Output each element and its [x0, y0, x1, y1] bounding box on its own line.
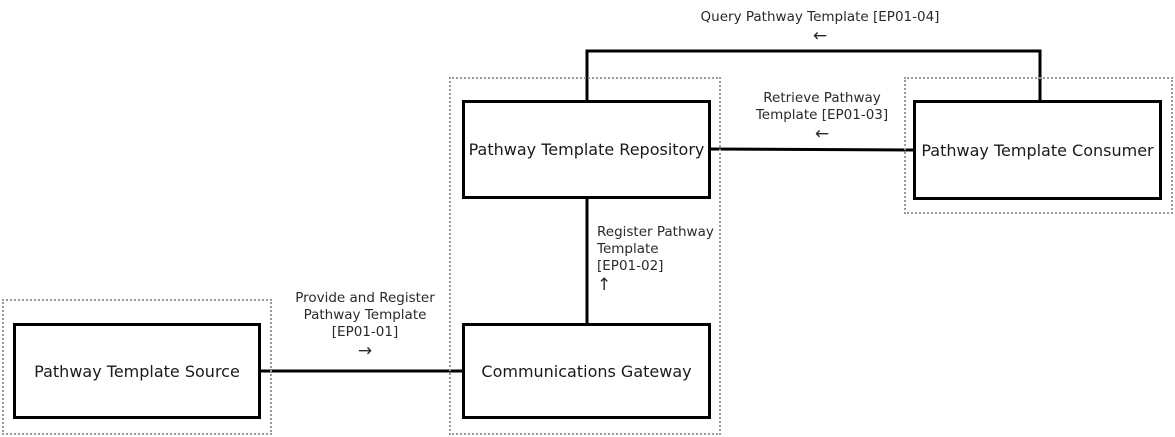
edge-label-ep01-04: Query Pathway Template [EP01-04] ←	[680, 9, 960, 46]
edge-label-ep01-02: Register Pathway Template [EP01-02] ↑	[597, 224, 727, 295]
edge-label-ep01-01: Provide and Register Pathway Template [E…	[285, 290, 445, 361]
node-label: Pathway Template Repository	[468, 140, 705, 159]
edge-label-ep01-03: Retrieve Pathway Template [EP01-03] ←	[742, 90, 902, 144]
arrow-up-icon: ↑	[597, 275, 612, 295]
node-pathway-template-repository: Pathway Template Repository	[462, 100, 711, 199]
edge-label-line: Template	[597, 241, 659, 257]
arrow-right-icon: →	[357, 341, 373, 361]
edge-label-line: [EP01-02]	[597, 258, 664, 274]
edge-label-line: Pathway Template	[303, 307, 427, 323]
node-pathway-template-consumer: Pathway Template Consumer	[913, 100, 1162, 200]
node-communications-gateway: Communications Gateway	[462, 323, 711, 419]
node-pathway-template-source: Pathway Template Source	[13, 323, 261, 419]
edge-label-line: Provide and Register	[295, 290, 435, 306]
node-label: Pathway Template Source	[34, 361, 240, 381]
group-consumer	[904, 77, 1173, 214]
group-source	[2, 299, 272, 435]
edge-label-line: Query Pathway Template [EP01-04]	[700, 9, 940, 25]
node-label: Communications Gateway	[481, 361, 692, 381]
arrow-left-icon: ←	[814, 124, 830, 144]
node-label: Pathway Template Consumer	[921, 140, 1154, 160]
edge-label-line: Retrieve Pathway	[763, 90, 881, 106]
group-repository-gateway	[449, 77, 721, 435]
edge-label-line: Register Pathway	[597, 224, 714, 240]
edge-label-line: Template [EP01-03]	[755, 107, 889, 123]
edge-label-line: [EP01-01]	[331, 324, 399, 340]
arrow-left-icon: ←	[812, 26, 828, 46]
edge-query-loop	[585, 49, 1042, 102]
edge-repository-consumer	[709, 147, 915, 152]
